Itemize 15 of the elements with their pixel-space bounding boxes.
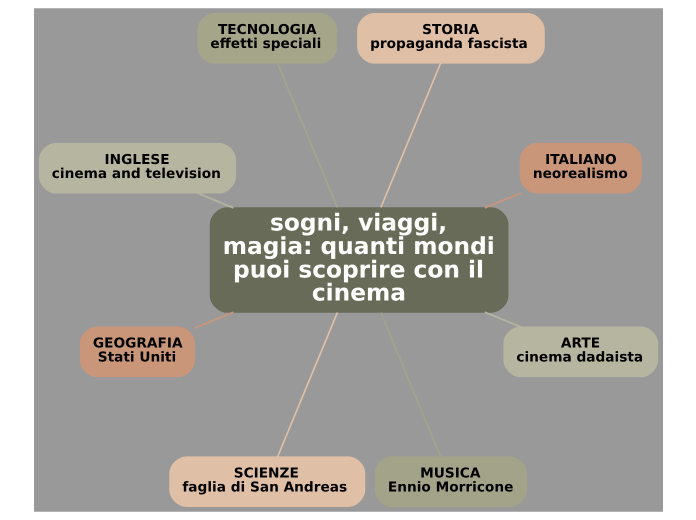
node-box: ITALIANO neorealismo bbox=[519, 142, 642, 194]
connector bbox=[276, 312, 338, 458]
connector bbox=[380, 62, 441, 208]
node-box: SCIENZE faglia di San Andreas bbox=[168, 456, 365, 508]
connector bbox=[484, 311, 521, 328]
node-box: ARTE cinema dadaista bbox=[502, 326, 658, 378]
node-box: sogni, viaggi, magia: quanti mondi puoi scoprire con il cinema bbox=[209, 207, 508, 313]
node-box: INGLESE cinema and television bbox=[38, 142, 236, 194]
node-box: STORIA propaganda fascista bbox=[356, 12, 544, 64]
node-box: GEOGRAFIA Stati Uniti bbox=[79, 326, 194, 378]
connector bbox=[276, 62, 338, 208]
connector bbox=[196, 192, 234, 209]
connector bbox=[380, 312, 441, 458]
connector bbox=[194, 311, 234, 329]
connector bbox=[484, 192, 521, 209]
